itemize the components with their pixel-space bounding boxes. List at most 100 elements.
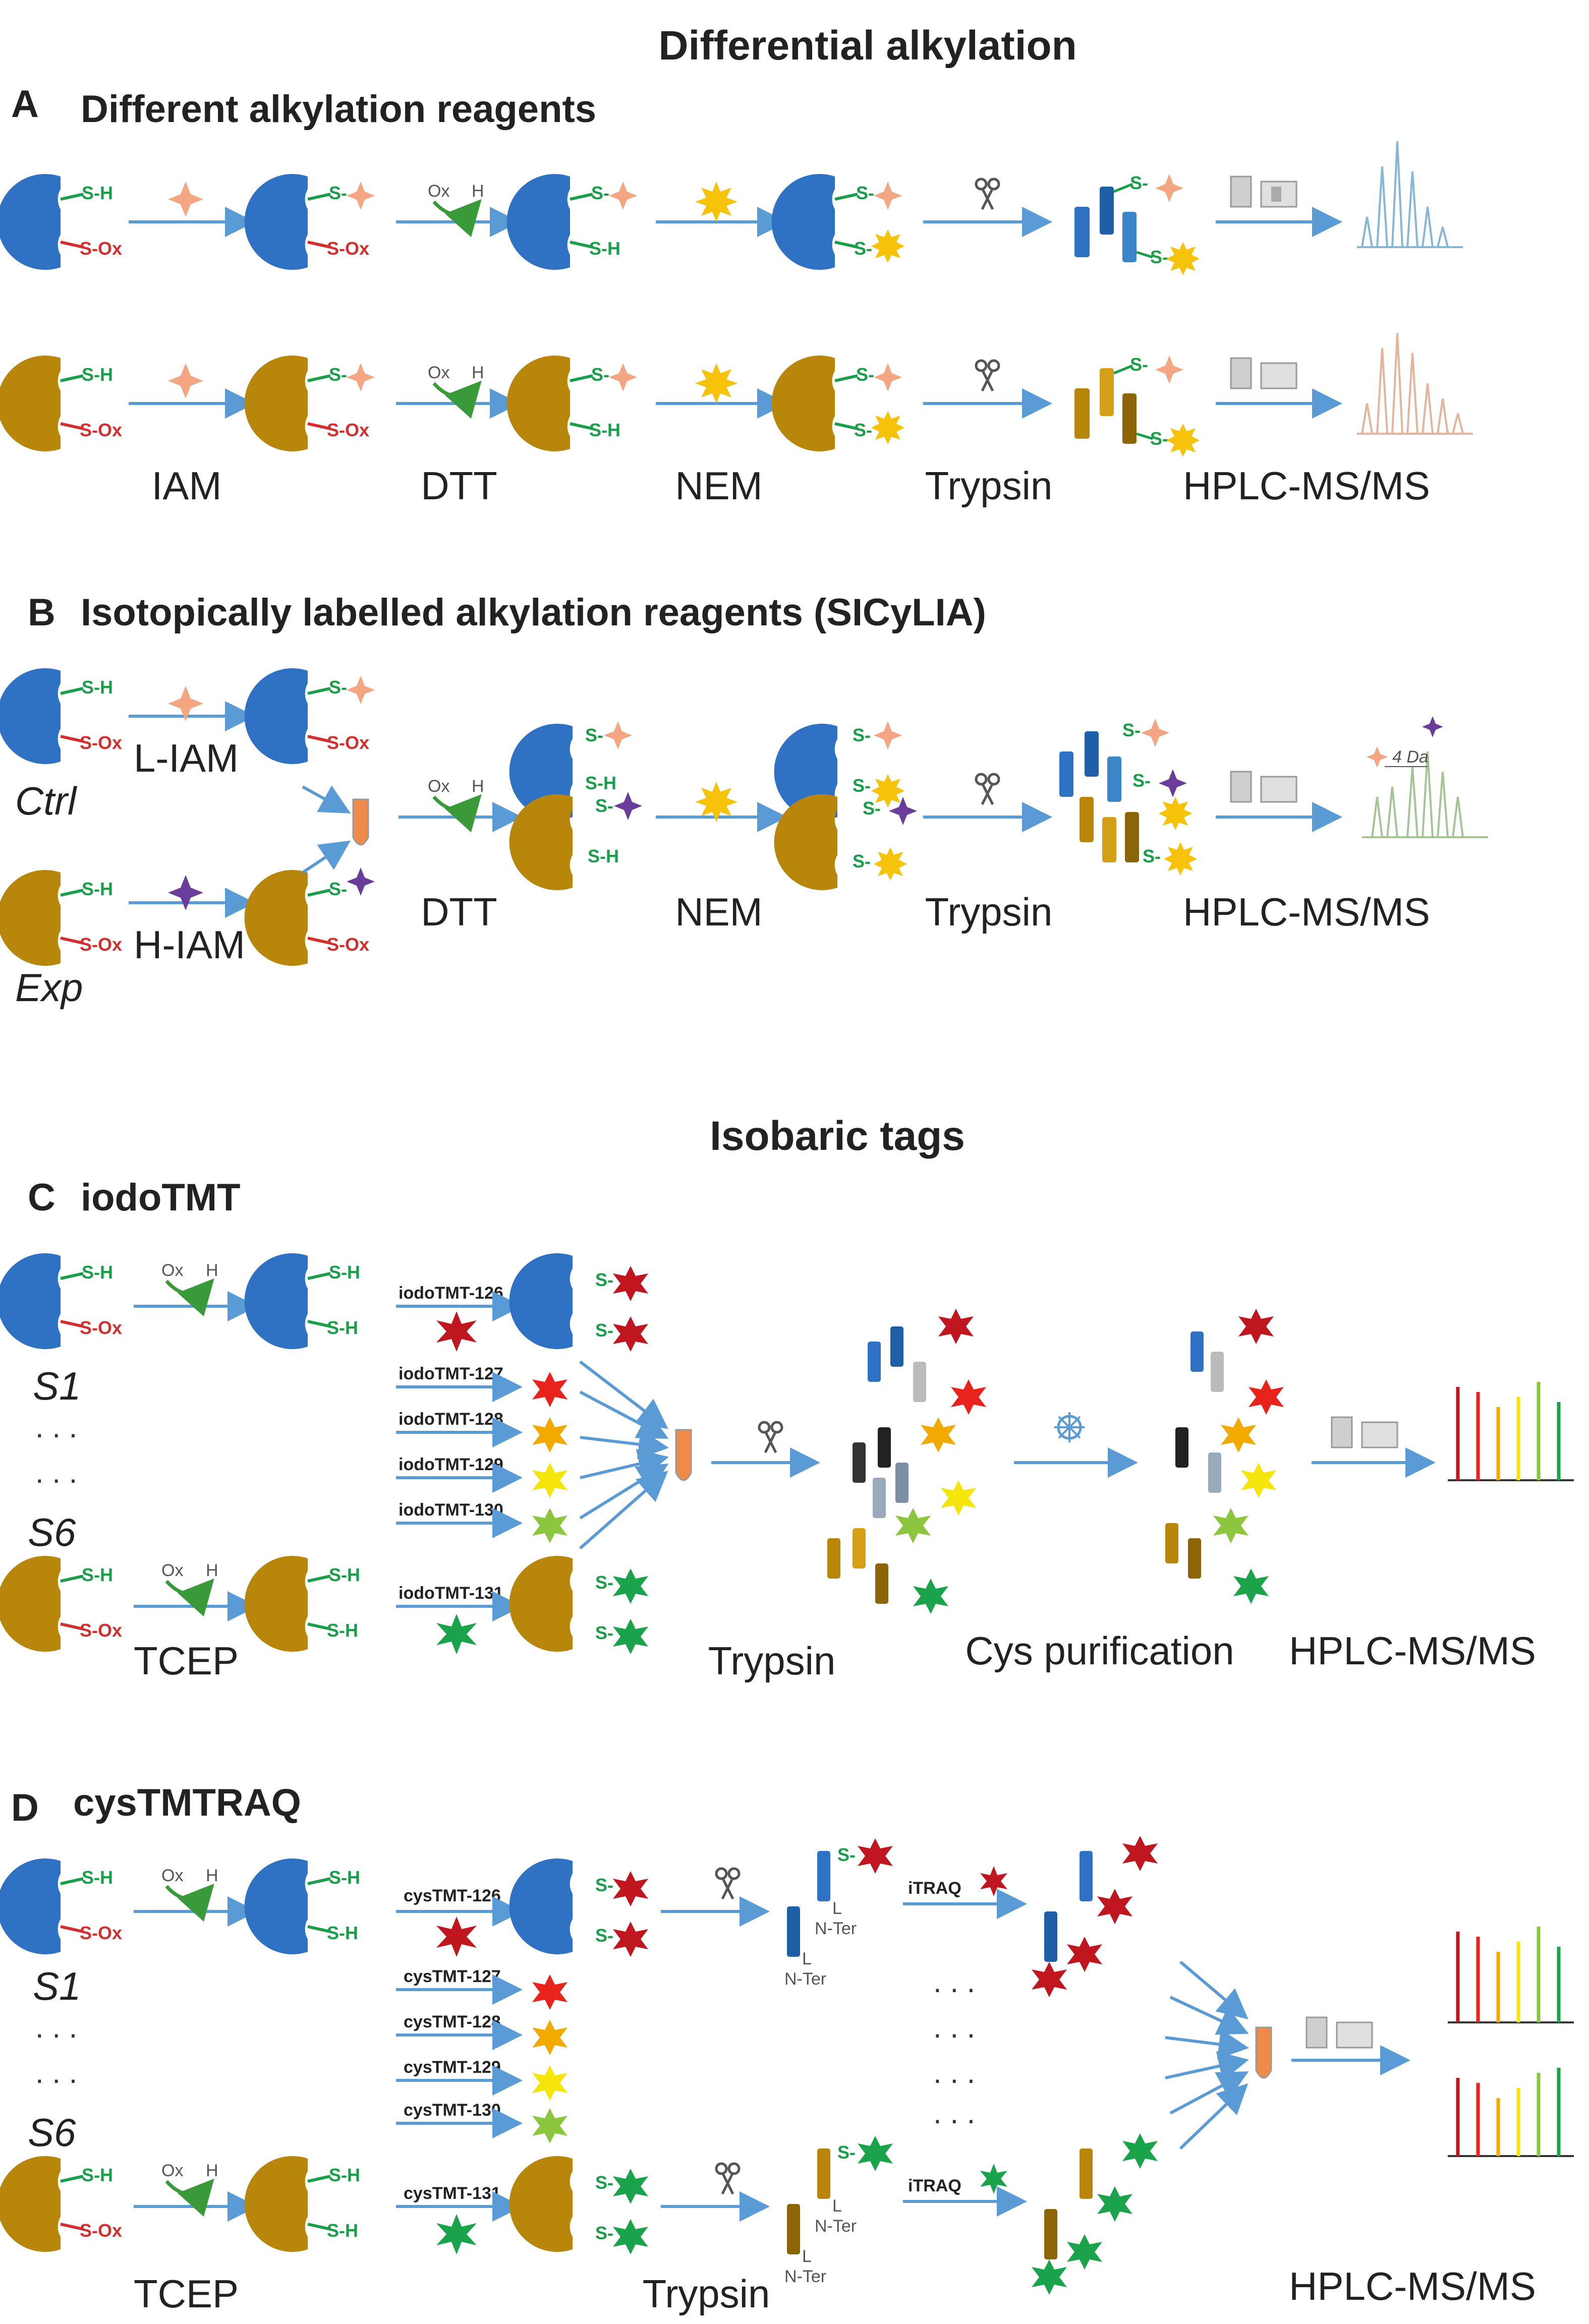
svg-text:S-: S- — [595, 1320, 613, 1341]
svg-text:S-: S- — [853, 725, 871, 745]
svg-text:Ox: Ox — [161, 1561, 183, 1580]
tcep-label: TCEP — [134, 1639, 239, 1683]
light-iam-icon — [168, 686, 203, 721]
cystag-126: cysTMT-126 — [404, 1886, 501, 1905]
step-c-cys-purification: Cys purification — [965, 1629, 1234, 1673]
step-hplc: HPLC-MS/MS — [1183, 463, 1430, 508]
d-tcep-label: TCEP — [134, 2272, 239, 2316]
svg-text:S-: S- — [1130, 172, 1148, 193]
svg-text:. . .: . . . — [35, 2056, 77, 2089]
svg-text:S-H: S-H — [327, 1923, 358, 1943]
svg-text:S-H: S-H — [329, 1262, 360, 1283]
step-b-nem: NEM — [675, 890, 762, 934]
dtt-reducing-icon — [432, 199, 482, 238]
panel-b-letter: B — [28, 591, 55, 634]
svg-text:S-Ox: S-Ox — [80, 934, 122, 955]
svg-text:S-: S- — [856, 183, 874, 203]
sh-label: S-H — [82, 183, 113, 203]
peptides-blue: S- S- — [1074, 172, 1200, 275]
svg-text:Ox: Ox — [428, 363, 449, 382]
svg-text:S-Ox: S-Ox — [80, 1923, 122, 1943]
svg-text:H: H — [206, 1561, 218, 1580]
svg-text:N-Ter: N-Ter — [784, 2267, 826, 2286]
step-b-trypsin: Trypsin — [925, 890, 1053, 934]
panel-d-diagram: S-H S-Ox Ox H S-H S-H S1 . . . . . . S6 … — [0, 1836, 1574, 2316]
svg-text:S-: S- — [591, 364, 609, 385]
svg-text:S-H: S-H — [589, 420, 620, 440]
svg-text:S-: S- — [853, 775, 871, 796]
svg-text:S-H: S-H — [82, 879, 113, 899]
cystag-129: cysTMT-129 — [404, 2058, 501, 2077]
svg-text:. . .: . . . — [35, 1456, 77, 1489]
step-c-hplc: HPLC-MS/MS — [1289, 1629, 1536, 1673]
svg-text:S-: S- — [329, 879, 347, 899]
cystag-128: cysTMT-128 — [404, 2012, 501, 2031]
svg-text:S-H: S-H — [329, 1867, 360, 1888]
svg-text:Ox: Ox — [161, 2161, 183, 2180]
step-d-trypsin: Trypsin — [643, 2272, 770, 2316]
svg-text:S-: S- — [856, 364, 874, 385]
svg-text:S-: S- — [1143, 846, 1161, 866]
panel-c-diagram: S-H S-Ox Ox H S-H S-H S1 . . . . . . S6 … — [0, 1253, 1574, 1683]
svg-text:H: H — [206, 1261, 218, 1280]
svg-text:S-H: S-H — [82, 364, 113, 385]
svg-text:S-: S- — [595, 2223, 613, 2243]
svg-text:S-Ox: S-Ox — [80, 1317, 122, 1338]
gold-row-a: S-H S-Ox S- S-Ox Ox H S- S- — [0, 332, 1473, 457]
svg-text:S-: S- — [595, 1622, 613, 1643]
step-d-hplc: HPLC-MS/MS — [1289, 2264, 1536, 2308]
step-b-hplc: HPLC-MS/MS — [1183, 890, 1430, 934]
panel-a-diagram: S-H S-Ox S- S-Ox Ox H S- S-H — [0, 141, 1473, 508]
svg-text:L: L — [832, 1899, 842, 1918]
d-s6-label: S6 — [28, 2110, 76, 2155]
step-nem: NEM — [675, 463, 762, 508]
svg-text:S-: S- — [595, 1925, 613, 1946]
heading-differential-alkylation: Differential alkylation — [658, 23, 1076, 69]
svg-text:S-: S- — [585, 725, 603, 745]
svg-text:S-: S- — [1150, 428, 1168, 449]
svg-text:S-: S- — [1130, 354, 1148, 375]
protein-blue-reduced-oxidized: S-H S-Ox — [0, 174, 122, 270]
svg-text:S-Ox: S-Ox — [80, 732, 122, 753]
svg-text:H: H — [206, 2161, 218, 2180]
iam-reagent-icon — [168, 182, 203, 217]
svg-text:H: H — [206, 1866, 218, 1885]
tag-130: iodoTMT-130 — [399, 1500, 503, 1520]
svg-text:. . .: . . . — [933, 1965, 975, 1999]
panel-a-letter: A — [11, 83, 39, 126]
itraq-label-top: iTRAQ — [908, 1879, 961, 1898]
svg-text:L: L — [802, 1949, 812, 1968]
reporter-ion-spectrum-d-bottom — [1448, 2068, 1574, 2157]
svg-text:Ox: Ox — [161, 1261, 183, 1280]
svg-text:H: H — [472, 182, 484, 201]
svg-text:N-Ter: N-Ter — [784, 1969, 826, 1989]
cystag-130: cysTMT-130 — [404, 2101, 501, 2120]
h-iam-label: H-IAM — [134, 922, 245, 967]
svg-text:S-H: S-H — [327, 1317, 358, 1338]
mass-delta-label: 4 Da — [1392, 747, 1429, 767]
svg-text:S-Ox: S-Ox — [80, 2220, 122, 2241]
svg-text:. . .: . . . — [933, 2096, 975, 2130]
purification-bead-icon — [1054, 1412, 1085, 1442]
svg-text:S-Ox: S-Ox — [327, 420, 369, 440]
panel-b-title: Isotopically labelled alkylation reagent… — [81, 591, 986, 634]
svg-text:L: L — [832, 2196, 842, 2216]
svg-text:S-: S- — [1132, 770, 1151, 791]
tag-126: iodoTMT-126 — [399, 1284, 503, 1303]
peptides-mixed: S- S- S- — [1059, 719, 1197, 876]
protein-blue-reduced: S- S-H — [506, 174, 637, 270]
svg-text:S-: S- — [595, 795, 613, 816]
svg-text:S-: S- — [329, 677, 347, 698]
svg-text:S-H: S-H — [82, 1262, 113, 1283]
cystag-131: cysTMT-131 — [404, 2184, 501, 2203]
svg-text:S-Ox: S-Ox — [327, 934, 369, 955]
svg-text:S-: S- — [595, 1572, 613, 1593]
s6-label: S6 — [28, 1510, 76, 1554]
heading-isobaric-tags: Isobaric tags — [710, 1113, 965, 1159]
svg-text:S-: S- — [595, 2172, 613, 2193]
tag-127: iodoTMT-127 — [399, 1364, 503, 1383]
svg-text:H: H — [472, 363, 484, 382]
sox-label: S-Ox — [80, 238, 122, 259]
svg-text:S-: S- — [329, 364, 347, 385]
step-c-trypsin: Trypsin — [708, 1639, 836, 1683]
